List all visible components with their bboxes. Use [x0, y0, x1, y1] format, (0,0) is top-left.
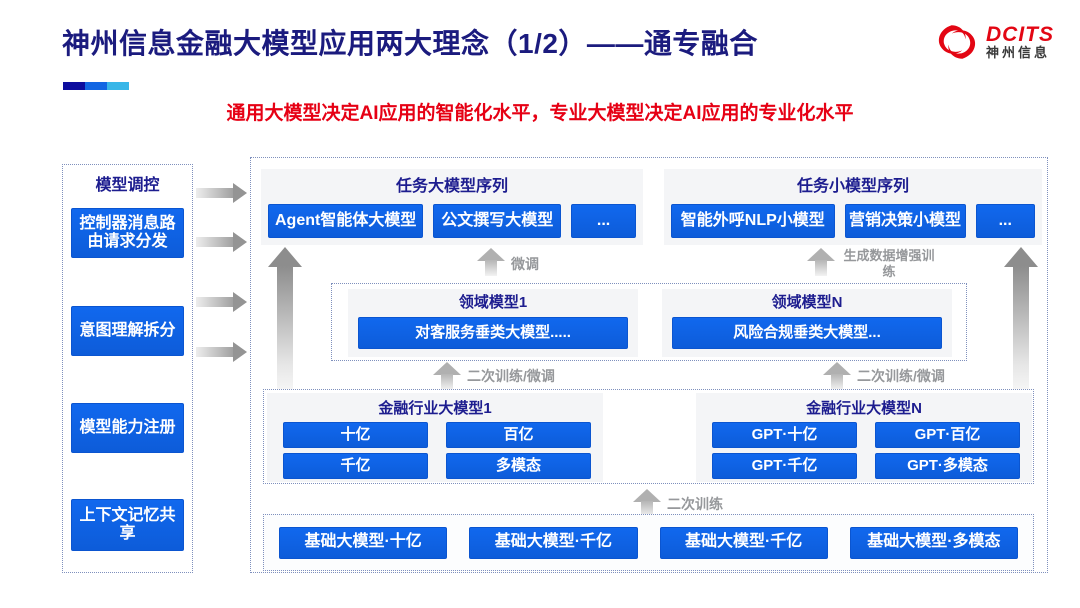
model-chip-document: 公文撰写大模型	[433, 204, 562, 238]
right-arrow-icon	[196, 232, 247, 252]
industry-group-1: 金融行业大模型1 十亿 百亿 千亿 多模态	[267, 393, 603, 482]
accent-segment-cyan	[107, 82, 129, 90]
model-chip-outbound-nlp: 智能外呼NLP小模型	[671, 204, 835, 238]
label-fine-tune: 微调	[511, 256, 539, 272]
domain-group-1: 领域模型1 对客服务垂类大模型.....	[348, 289, 638, 357]
up-arrow-icon	[433, 362, 461, 390]
sidebar-item-controller-routing: 控制器消息路由请求分发	[71, 208, 184, 258]
industry-model-strip: 金融行业大模型1 十亿 百亿 千亿 多模态 金融行业大模型N GPT·十亿 GP…	[263, 389, 1034, 484]
logo-text: DCITS 神州信息	[986, 24, 1054, 60]
logo-brand-cn: 神州信息	[986, 45, 1051, 61]
model-chip-agent: Agent智能体大模型	[268, 204, 424, 238]
sidebar-title: 模型调控	[95, 177, 160, 194]
model-chip-customer-service: 对客服务垂类大模型.....	[358, 317, 628, 349]
page-title: 神州信息金融大模型应用两大理念（1/2）——通专融合	[62, 28, 758, 59]
up-arrow-icon	[477, 248, 505, 276]
sidebar-item-capability-register: 模型能力注册	[71, 403, 184, 453]
task-large-group-title: 任务大模型序列	[395, 178, 508, 195]
company-logo: DCITS 神州信息	[933, 18, 1054, 66]
model-chip-10b: 百亿	[446, 422, 591, 448]
task-large-model-group: 任务大模型序列 Agent智能体大模型 公文撰写大模型 ...	[261, 169, 643, 245]
sidebar-item-context-memory: 上下文记忆共享	[71, 499, 184, 551]
right-arrow-icon	[196, 183, 247, 203]
model-chip-gpt-multimodal: GPT·多模态	[875, 453, 1020, 479]
label-secondary-training-finetune-right: 二次训练/微调	[857, 368, 945, 384]
model-chip-base-1b: 基础大模型·十亿	[279, 526, 448, 559]
model-chip-ellipsis: ...	[571, 204, 636, 238]
model-chip-base-multimodal: 基础大模型·多模态	[849, 526, 1018, 559]
up-arrow-icon	[807, 248, 835, 276]
industry-group-n-title: 金融行业大模型N	[806, 400, 922, 417]
domain-group-n-title: 领域模型N	[771, 294, 843, 311]
domain-group-1-title: 领域模型1	[458, 294, 528, 311]
model-chip-multimodal: 多模态	[446, 453, 591, 479]
accent-bar	[63, 82, 129, 90]
accent-segment-blue	[85, 82, 107, 90]
domain-model-box: 领域模型1 对客服务垂类大模型..... 领域模型N 风险合规垂类大模型...	[331, 283, 967, 361]
dcits-swirl-icon	[938, 25, 976, 59]
accent-segment-dark	[63, 82, 85, 90]
sidebar-item-intent-split: 意图理解拆分	[71, 306, 184, 356]
model-chip-gpt-10b: GPT·百亿	[875, 422, 1020, 448]
up-arrow-icon	[633, 489, 661, 517]
model-chip-base-100b: 基础大模型·千亿	[469, 526, 638, 559]
domain-group-n: 领域模型N 风险合规垂类大模型...	[662, 289, 952, 357]
up-arrow-long-icon	[1004, 247, 1038, 389]
industry-group-1-title: 金融行业大模型1	[378, 400, 492, 417]
industry-group-n: 金融行业大模型N GPT·十亿 GPT·百亿 GPT·千亿 GPT·多模态	[696, 393, 1032, 482]
model-chip-gpt-1b: GPT·十亿	[712, 422, 857, 448]
right-arrow-icon	[196, 342, 247, 362]
model-chip-ellipsis: ...	[975, 204, 1035, 238]
model-chip-1b: 十亿	[283, 422, 428, 448]
up-arrow-icon	[823, 362, 851, 390]
task-small-group-title: 任务小模型序列	[796, 178, 909, 195]
logo-brand: DCITS	[986, 23, 1054, 47]
model-chip-marketing: 营销决策小模型	[844, 204, 966, 238]
model-chip-base-100b-2: 基础大模型·千亿	[659, 526, 828, 559]
sidebar-model-control: 模型调控 控制器消息路由请求分发 意图理解拆分 模型能力注册 上下文记忆共享	[62, 164, 193, 573]
model-chip-gpt-100b: GPT·千亿	[712, 453, 857, 479]
model-architecture-container: 任务大模型序列 Agent智能体大模型 公文撰写大模型 ... 任务小模型序列 …	[250, 157, 1048, 573]
subtitle: 通用大模型决定AI应用的智能化水平，专业大模型决定AI应用的专业化水平	[226, 103, 854, 124]
model-chip-risk-compliance: 风险合规垂类大模型...	[672, 317, 942, 349]
model-chip-100b: 千亿	[283, 453, 428, 479]
base-model-strip: 基础大模型·十亿 基础大模型·千亿 基础大模型·千亿 基础大模型·多模态	[263, 514, 1034, 571]
task-small-model-group: 任务小模型序列 智能外呼NLP小模型 营销决策小模型 ...	[664, 169, 1042, 245]
label-secondary-training: 二次训练	[667, 496, 723, 512]
up-arrow-long-icon	[268, 247, 302, 389]
label-gen-data-training: 生成数据增强训练	[843, 248, 935, 279]
right-arrow-icon	[196, 292, 247, 312]
label-secondary-training-finetune-left: 二次训练/微调	[467, 368, 555, 384]
